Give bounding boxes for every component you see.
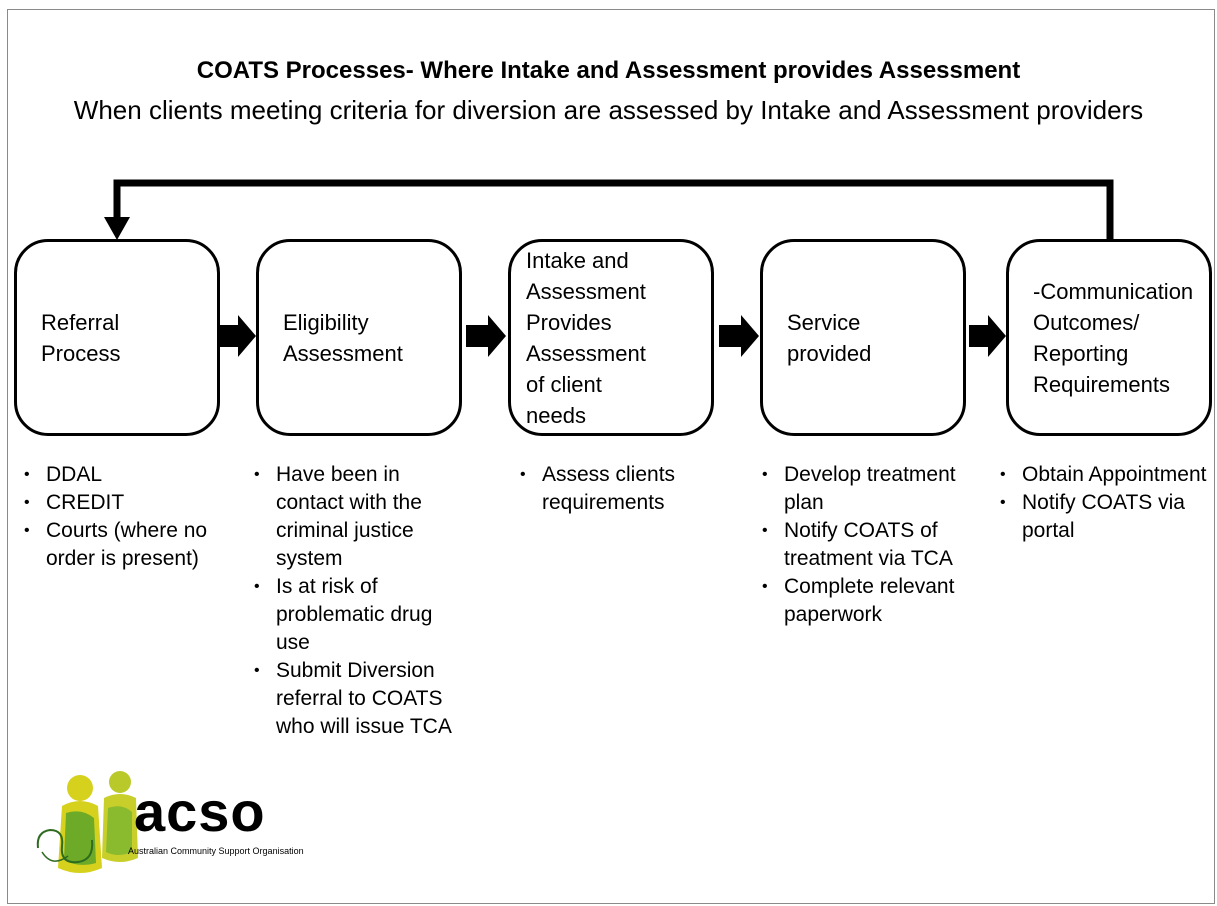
- bullets-intake: Assess clients requirements: [516, 461, 726, 517]
- stage-label-intake: Intake and Assessment Provides Assessmen…: [526, 247, 646, 428]
- bullet-item: DDAL: [20, 461, 220, 489]
- bullets-communication: Obtain Appointment Notify COATS via port…: [996, 461, 1208, 545]
- bullet-item: Notify COATS via portal: [996, 489, 1208, 545]
- acso-logo-icon: [36, 771, 138, 873]
- bullet-item: CREDIT: [20, 489, 220, 517]
- bullets-referral: DDAL CREDIT Courts (where no order is pr…: [20, 461, 220, 573]
- bullets-eligibility: Have been in contact with the criminal j…: [250, 461, 455, 741]
- bullet-item: Courts (where no order is present): [20, 517, 220, 573]
- logo-tagline: Australian Community Support Organisatio…: [128, 846, 304, 856]
- stage-box-communication: -Communication Outcomes/ Reporting Requi…: [1006, 239, 1212, 436]
- bullet-item: Have been in contact with the criminal j…: [250, 461, 455, 573]
- stage-label-referral: Referral Process: [41, 309, 121, 366]
- flow-arrow-1: [218, 315, 256, 357]
- bullet-item: Complete relevant paperwork: [758, 573, 968, 629]
- stage-label-eligibility: Eligibility Assessment: [283, 309, 403, 366]
- logo-wordmark: acso: [134, 780, 266, 843]
- stage-box-intake: Intake and Assessment Provides Assessmen…: [508, 239, 714, 436]
- stage-box-referral: Referral Process: [14, 239, 220, 436]
- slide-frame: [7, 9, 1215, 904]
- bullet-item: Develop treatment plan: [758, 461, 968, 517]
- diagram-subtitle: When clients meeting criteria for divers…: [73, 95, 1144, 125]
- bullet-item: Obtain Appointment: [996, 461, 1208, 489]
- bullet-item: Submit Diversion referral to COATS who w…: [250, 657, 455, 741]
- bullet-item: Is at risk of problematic drug use: [250, 573, 455, 657]
- diagram-title: COATS Processes- Where Intake and Assess…: [196, 57, 1021, 84]
- bullets-service: Develop treatment plan Notify COATS of t…: [758, 461, 968, 629]
- flow-arrow-3: [719, 315, 759, 357]
- bullet-item: Assess clients requirements: [516, 461, 726, 517]
- flow-arrow-2: [466, 315, 506, 357]
- stage-box-service: Service provided: [760, 239, 966, 436]
- stage-box-eligibility: Eligibility Assessment: [256, 239, 462, 436]
- flow-arrow-4: [969, 315, 1006, 357]
- stage-label-service: Service provided: [787, 309, 872, 366]
- bullet-item: Notify COATS of treatment via TCA: [758, 517, 968, 573]
- stage-label-communication: -Communication Outcomes/ Reporting Requi…: [1033, 278, 1194, 397]
